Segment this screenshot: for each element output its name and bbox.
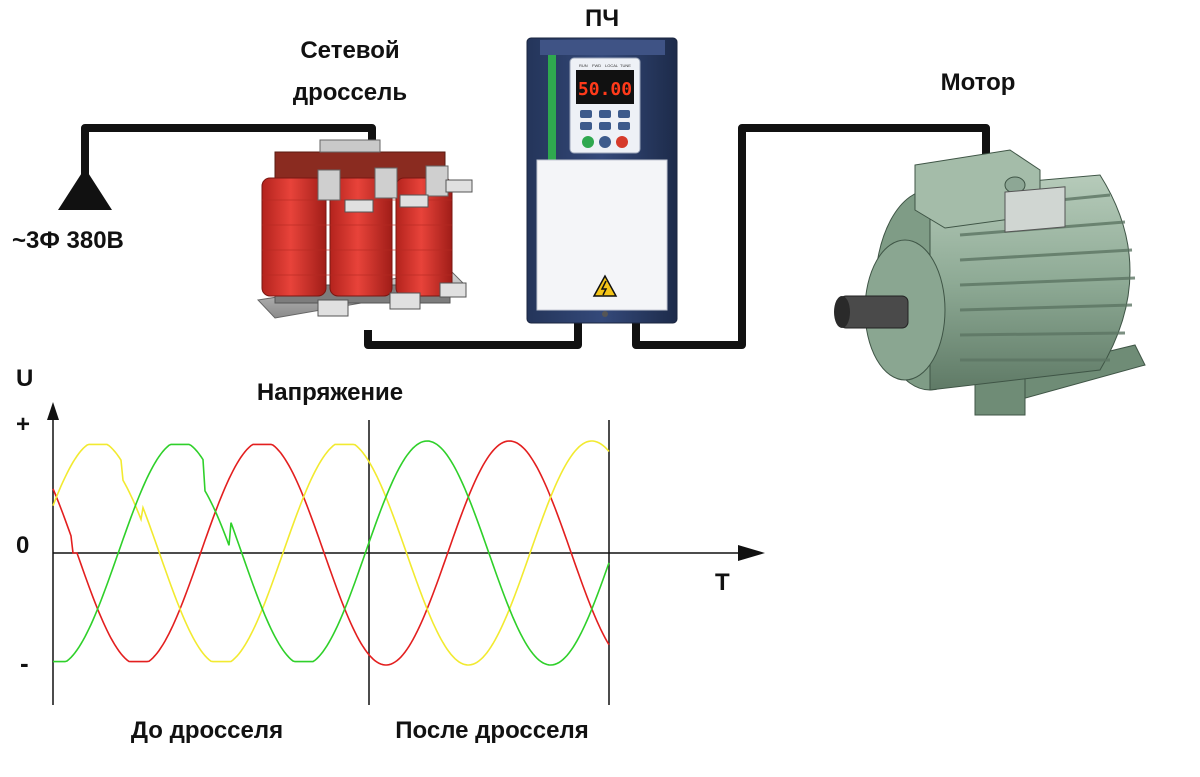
- supply-wire: [81, 124, 376, 190]
- motor-shaft: [839, 295, 909, 329]
- axis-label-u: U: [16, 365, 33, 392]
- reactor-label-line1: Сетевой: [300, 37, 399, 64]
- voltage-waves: [52, 440, 610, 666]
- motor-nameplate: [1004, 186, 1066, 233]
- reactor-coil-1: [261, 177, 327, 297]
- x-axis-arrow: [738, 545, 765, 561]
- voltage-wave-phase-3: [53, 440, 610, 666]
- voltage-graph: Напряжение U + 0 - T До дросселя После д…: [16, 365, 765, 744]
- frequency-converter: 50.00 RUN FWD LOCAL TUNE: [526, 37, 678, 324]
- axis-label-minus: -: [20, 648, 29, 678]
- graph-title: Напряжение: [257, 379, 403, 406]
- axis-label-t: T: [715, 569, 730, 596]
- vfd-buttons: [580, 110, 630, 148]
- supply-label: ~3Ф 380В: [12, 227, 124, 254]
- vfd-indicator-run: RUN: [579, 63, 588, 68]
- vfd-side-stripe: [548, 50, 556, 160]
- y-axis-arrow: [47, 402, 59, 420]
- axis-label-plus: +: [16, 411, 30, 438]
- vfd-indicator-fwd: FWD: [592, 63, 601, 68]
- line-reactor: [256, 139, 473, 319]
- section-label-after: После дросселя: [395, 717, 588, 744]
- vfd-display: [576, 70, 634, 104]
- reactor-label-line2: дроссель: [293, 79, 407, 106]
- voltage-wave-phase-2: [52, 440, 610, 666]
- wiring: [81, 124, 990, 349]
- voltage-wave-phase-1: [52, 440, 610, 666]
- motor: [834, 149, 1146, 416]
- motor-label: Мотор: [941, 69, 1016, 96]
- warning-icon: [592, 274, 618, 297]
- vfd-display-value: 50.00: [578, 79, 632, 100]
- supply-terminal-icon: [58, 168, 112, 210]
- vfd-indicator-tune: TUNE: [620, 63, 631, 68]
- axis-label-zero: 0: [16, 532, 29, 559]
- reactor-to-vfd-wire: [364, 320, 582, 349]
- vfd-label: ПЧ: [585, 5, 619, 32]
- section-label-before: До дросселя: [131, 717, 283, 744]
- vfd-to-motor-wire: [632, 124, 990, 349]
- vfd-indicator-local: LOCAL: [605, 63, 619, 68]
